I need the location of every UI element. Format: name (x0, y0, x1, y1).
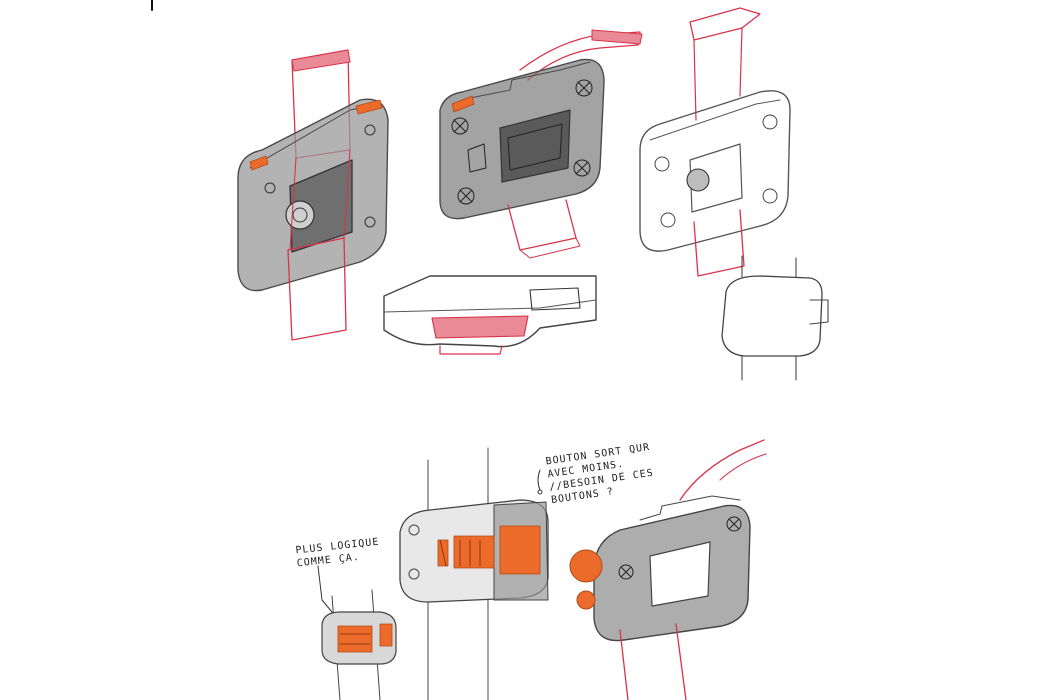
leader-line (317, 565, 333, 613)
sketch-device-top-small (721, 255, 829, 381)
device-screen (689, 143, 743, 213)
screw (364, 216, 376, 228)
sketch-device-front-left (237, 49, 389, 341)
accent-button (249, 155, 269, 171)
strap-bottom (693, 209, 745, 277)
device-body (639, 90, 791, 252)
strap-bottom (507, 199, 577, 251)
orange-knob (569, 549, 603, 583)
strap-top-hatch (291, 49, 351, 72)
sketch-device-angled (569, 439, 767, 700)
strap-top (679, 439, 765, 501)
strap-bottom (287, 237, 347, 341)
logo-mark (467, 143, 487, 173)
device-dial (686, 168, 710, 192)
accent-button (451, 95, 475, 113)
keypad (337, 625, 373, 653)
leader-line (537, 469, 541, 491)
device-small-body (721, 275, 823, 357)
screw (264, 182, 276, 194)
back-cutout (649, 541, 711, 607)
orange-knob (576, 590, 596, 610)
sketch-device-horizontal (399, 447, 549, 700)
back-cutout (499, 109, 571, 183)
screw (408, 568, 420, 580)
sketch-device-side (383, 275, 597, 355)
screw (408, 524, 420, 536)
device-side-body (383, 275, 597, 348)
strap-side (431, 315, 529, 339)
sketch-device-outline (639, 7, 791, 277)
screw-x (618, 516, 742, 580)
accent-button (355, 99, 383, 115)
screw-x (654, 114, 778, 228)
screw-x (451, 79, 593, 205)
device-dial (285, 200, 315, 230)
sketch-device-back (439, 29, 643, 259)
strap-top (689, 7, 761, 41)
strap-bottom (619, 623, 687, 700)
screw (364, 124, 376, 136)
sketch-device-small-left (321, 589, 397, 700)
